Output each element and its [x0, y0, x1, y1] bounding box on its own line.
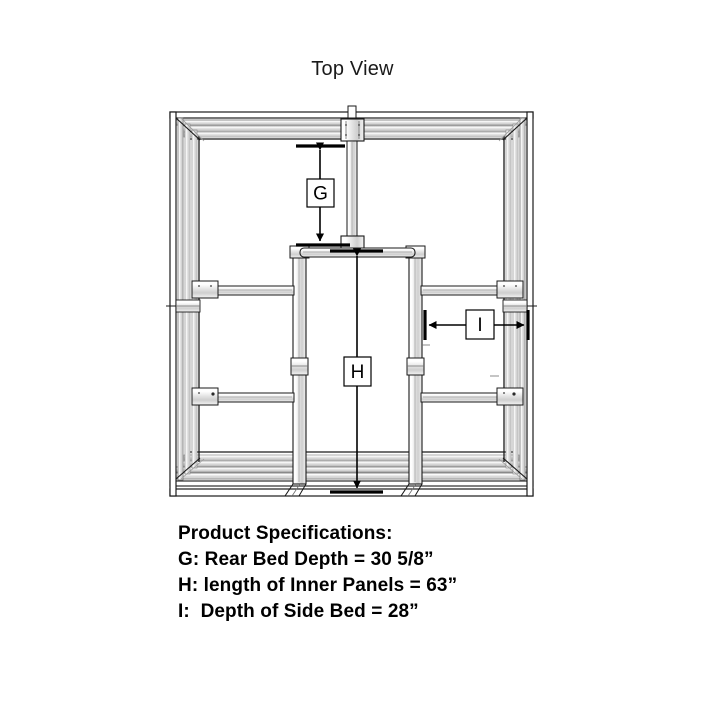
dimension-i: I [423, 309, 530, 340]
left-cross-rail-lower [191, 387, 295, 406]
bottom-rail [169, 451, 534, 497]
specs-heading: Product Specifications: [178, 523, 393, 544]
spec-item-g: G: Rear Bed Depth = 30 5/8” [178, 549, 434, 570]
dimension-h: H [330, 248, 383, 494]
corner-braces [175, 117, 528, 480]
spec-item-h: H: length of Inner Panels = 63” [178, 575, 458, 596]
dimension-g-label: G [313, 184, 328, 205]
page-title: Top View [311, 58, 394, 80]
right-cross-rail-upper [420, 280, 524, 299]
spec-item-i: I: Depth of Side Bed = 28” [178, 601, 419, 622]
right-cross-rail-lower [420, 387, 524, 406]
dimension-g: G [296, 142, 350, 247]
dimension-h-label: H [351, 362, 365, 383]
stile-joint-plates [166, 299, 537, 313]
dimension-i-label: I [477, 315, 482, 336]
product-specifications: Product Specifications: G: Rear Bed Dept… [178, 521, 598, 625]
right-stile [503, 111, 534, 497]
center-spine [340, 105, 365, 250]
left-stile [169, 111, 200, 497]
panel-detail-ticks [422, 344, 499, 377]
left-cross-rail-upper [191, 280, 295, 299]
